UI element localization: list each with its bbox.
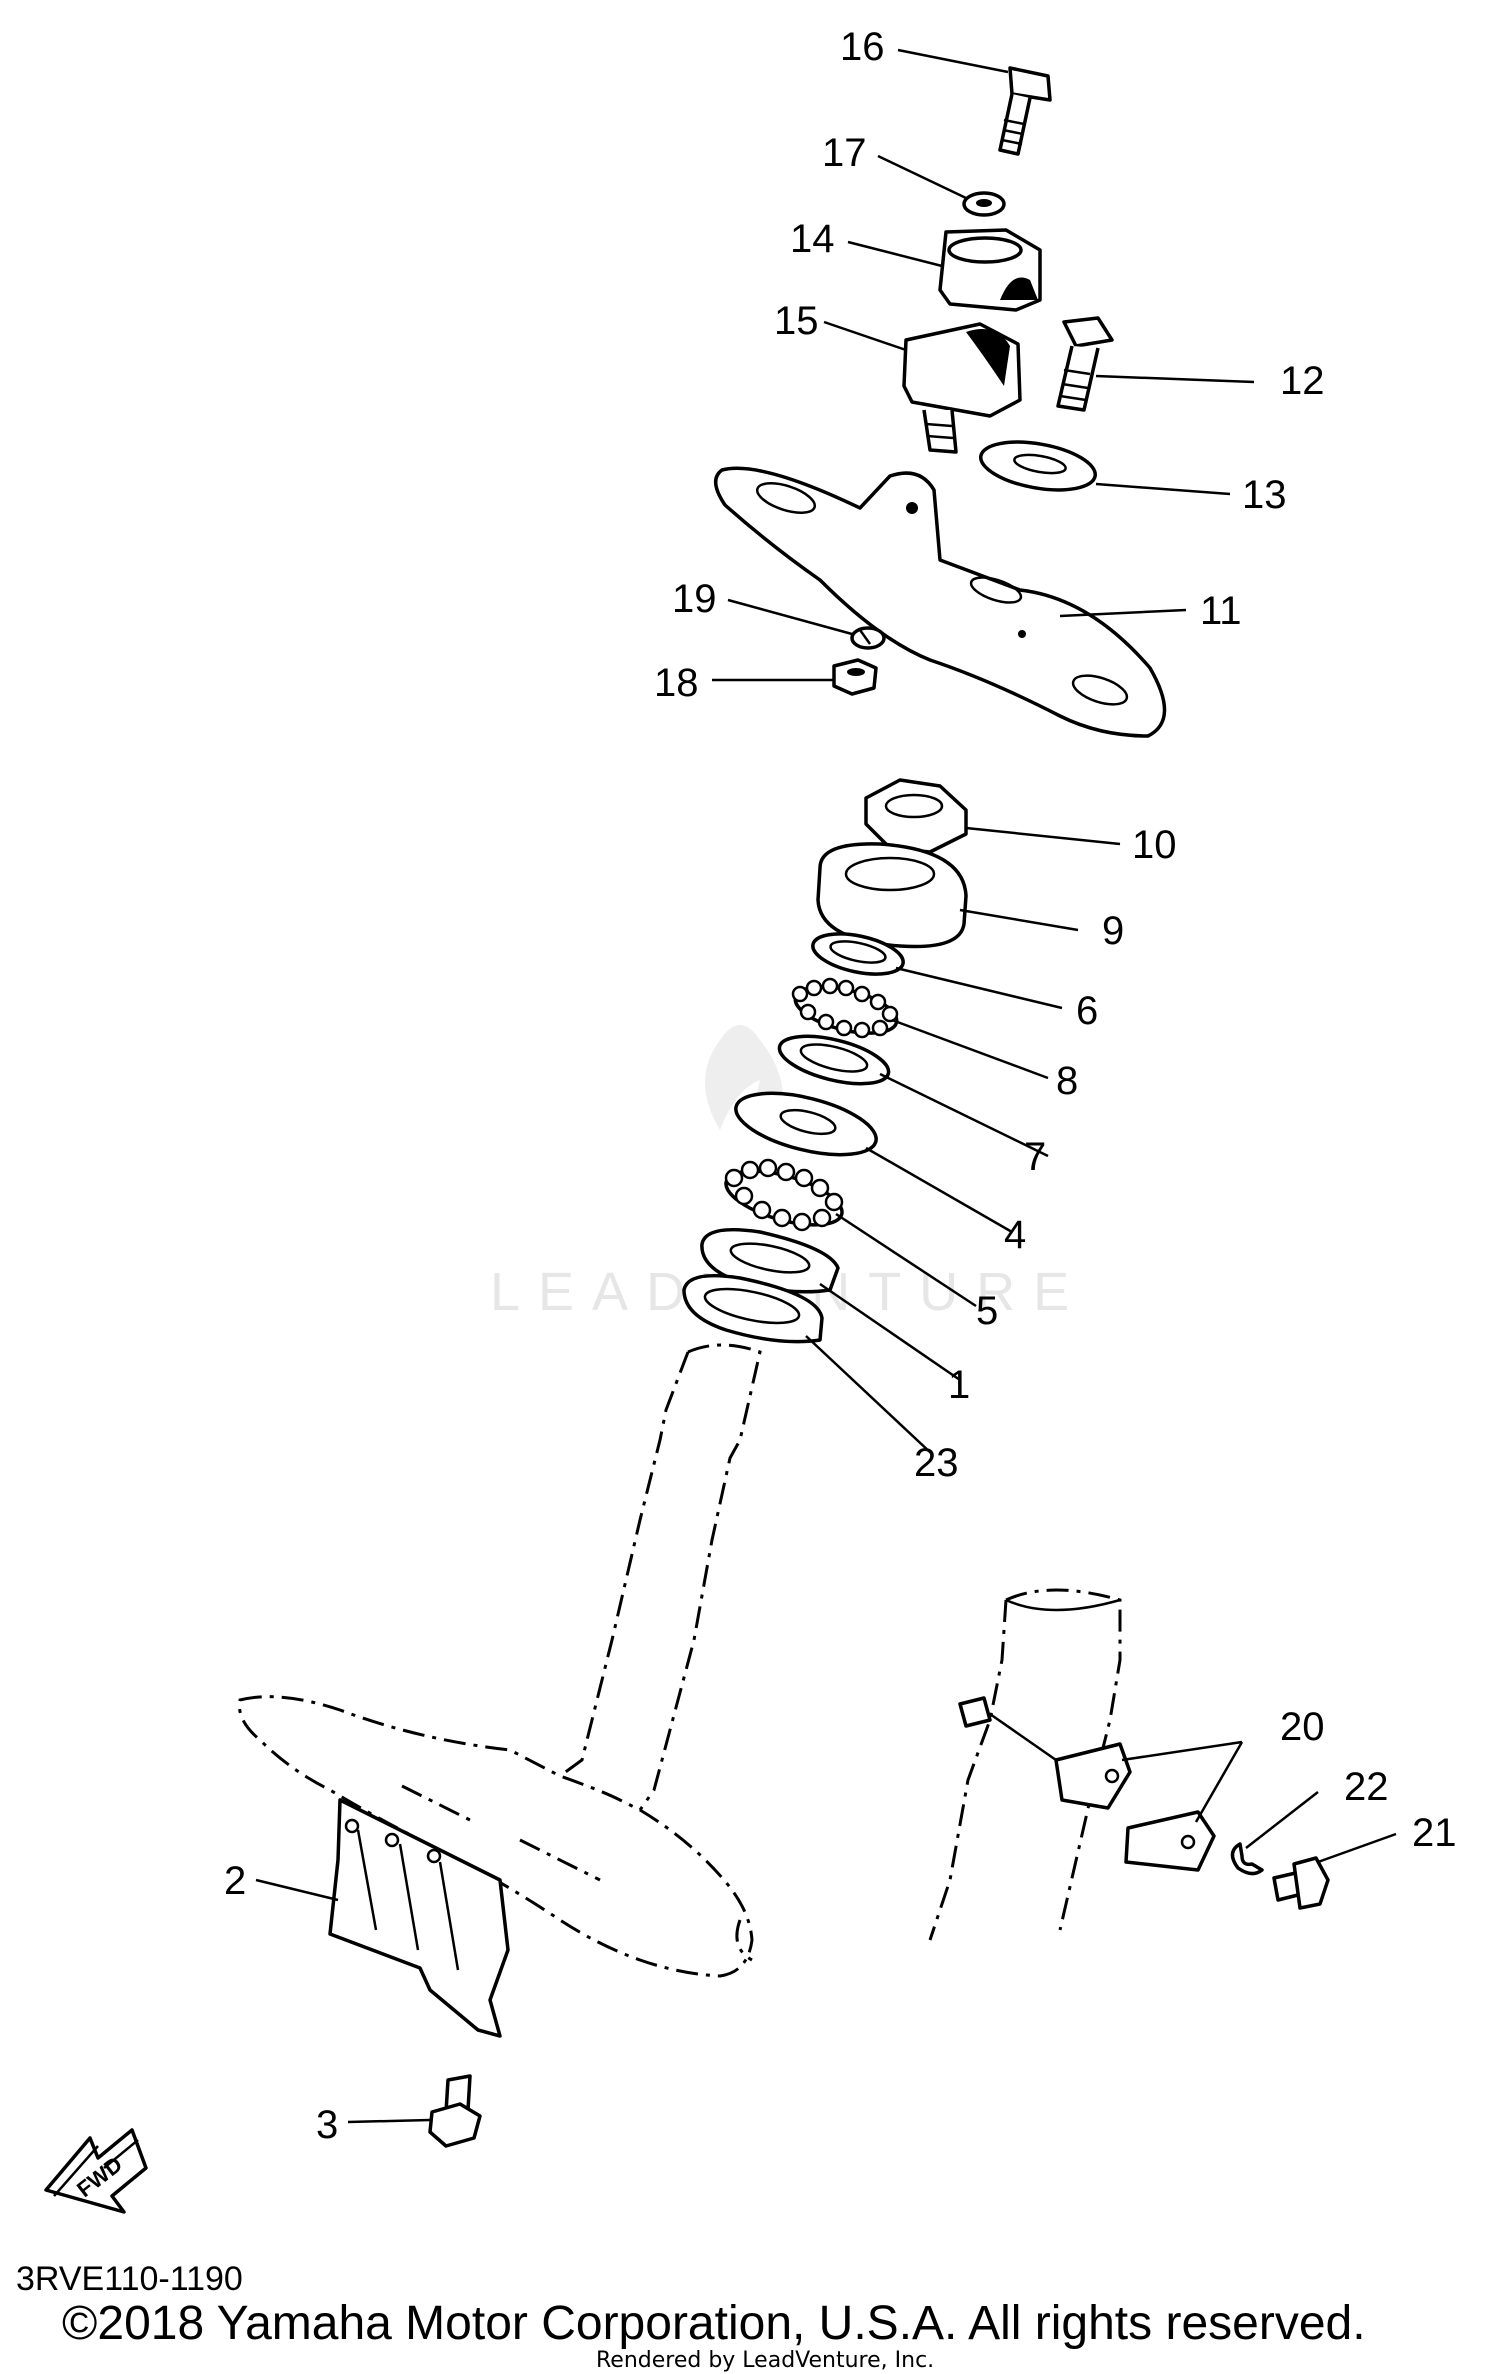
part-18-nut bbox=[832, 658, 878, 696]
callout-8: 8 bbox=[1056, 1059, 1078, 1103]
part-14-upper-holder bbox=[938, 228, 1042, 312]
part-3-bolt bbox=[428, 2074, 482, 2148]
part-7-bearing-race bbox=[777, 1034, 891, 1086]
leader-lines bbox=[255, 48, 1397, 2124]
callout-2: 2 bbox=[224, 1859, 246, 1903]
part-5-ball-bearing bbox=[724, 1158, 844, 1232]
part-8-ball-bearing bbox=[791, 977, 899, 1039]
callout-17: 17 bbox=[822, 131, 867, 175]
callout-6: 6 bbox=[1076, 989, 1098, 1033]
callout-9: 9 bbox=[1102, 909, 1124, 953]
callout-21: 21 bbox=[1412, 1811, 1457, 1855]
fork-tube-phantom bbox=[928, 1588, 1122, 1941]
callout-23: 23 bbox=[914, 1441, 959, 1485]
callout-12: 12 bbox=[1280, 359, 1325, 403]
part-2-guard-plate bbox=[328, 1798, 510, 2038]
rendered-by-text: Rendered by LeadVenture, Inc. bbox=[596, 2348, 935, 2373]
part-17-washer bbox=[962, 191, 1006, 217]
part-10-ring-nut bbox=[864, 778, 968, 854]
callout-1: 1 bbox=[948, 1363, 970, 1407]
callout-16: 16 bbox=[840, 25, 885, 69]
callout-3: 3 bbox=[316, 2103, 338, 2147]
callout-19: 19 bbox=[672, 577, 717, 621]
callout-15: 15 bbox=[774, 299, 819, 343]
part-23-dust-seal bbox=[682, 1274, 824, 1344]
callout-4: 4 bbox=[1004, 1213, 1026, 1257]
callout-10: 10 bbox=[1132, 823, 1177, 867]
steering-stem-phantom bbox=[237, 1343, 762, 1978]
fwd-arrow-icon: FWD bbox=[44, 2128, 148, 2214]
part-19-lock-washer bbox=[850, 626, 886, 650]
diagram-code: 3RVE110-1190 bbox=[16, 2260, 243, 2298]
callout-22: 22 bbox=[1344, 1765, 1389, 1809]
callout-18: 18 bbox=[654, 661, 699, 705]
part-15-lower-holder bbox=[902, 322, 1022, 454]
callout-5: 5 bbox=[976, 1289, 998, 1333]
callout-7: 7 bbox=[1024, 1135, 1046, 1179]
callout-14: 14 bbox=[790, 217, 835, 261]
part-9-rubber-washer bbox=[816, 842, 968, 949]
part-22-washer bbox=[1230, 1842, 1264, 1876]
part-21-screw bbox=[1272, 1856, 1330, 1910]
callout-labels: 16 17 14 15 12 13 11 19 18 10 9 6 8 7 4 … bbox=[224, 25, 1457, 2147]
part-20-clamps bbox=[958, 1696, 1216, 1872]
part-11-upper-bracket bbox=[714, 466, 1167, 738]
callout-13: 13 bbox=[1242, 473, 1287, 517]
copyright-text: ©2018 Yamaha Motor Corporation, U.S.A. A… bbox=[62, 2297, 1366, 2350]
callout-11: 11 bbox=[1200, 589, 1242, 633]
part-12-bolt bbox=[1056, 316, 1114, 412]
part-6-bearing-race bbox=[811, 932, 905, 976]
part-13-washer bbox=[979, 440, 1097, 492]
part-16-bolt bbox=[998, 66, 1052, 156]
part-4-washer bbox=[734, 1091, 878, 1157]
callout-20: 20 bbox=[1280, 1705, 1325, 1749]
